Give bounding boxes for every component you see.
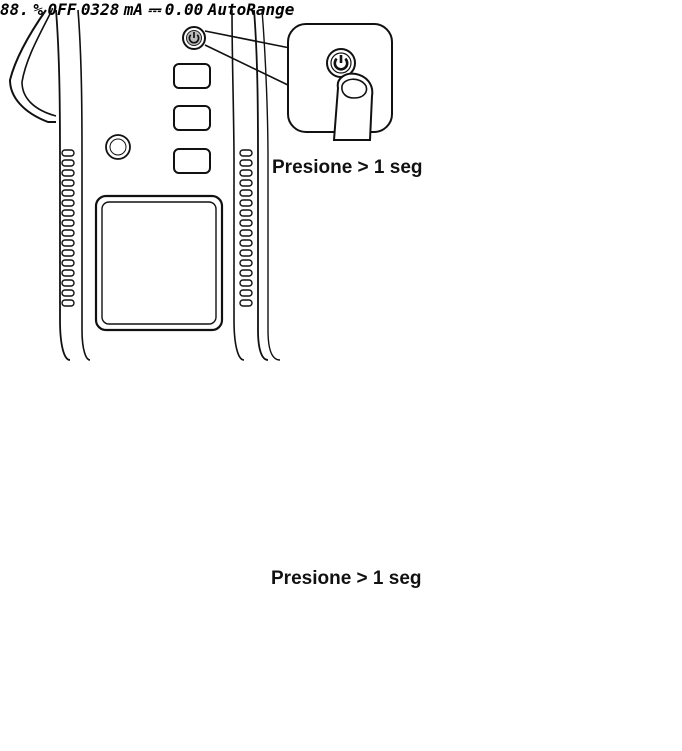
function-button-2[interactable]: 0FF	[47, 0, 80, 19]
lcd-top-tag: 0328	[80, 0, 120, 19]
zoom-callout-power-press-top	[204, 23, 393, 141]
lcd-unit: mA	[123, 0, 144, 19]
function-button-1[interactable]: 0FF	[47, 0, 80, 19]
lcd-measure-value: 0.00	[164, 0, 204, 19]
function-button-3[interactable]: 0328 mA ⎓ 0.00 AutoRange	[80, 0, 295, 19]
meter-panel-off	[8, 9, 281, 361]
lcd-mode: AutoRange	[207, 0, 295, 19]
function-button-2[interactable]: 0328 mA ⎓ 0.00 AutoRange	[80, 0, 295, 19]
function-button-2[interactable]	[173, 105, 211, 131]
meter-panel-turned-off: 0FF	[47, 0, 80, 19]
meter-panel-on-test: 88. %	[0, 0, 47, 19]
lcd-display-test: 88. %	[0, 0, 47, 19]
lcd-display-measure: 0328 mA ⎓ 0.00 AutoRange	[80, 0, 295, 19]
function-button-2[interactable]: 88. %	[0, 0, 47, 19]
function-button-1[interactable]: 88. %	[0, 0, 47, 19]
power-button[interactable]	[182, 26, 206, 50]
indicator-led: 0328 mA ⎓ 0.00 AutoRange	[80, 0, 295, 19]
instruction-power-off: Presione > 1 seg	[271, 568, 422, 589]
function-button-1[interactable]	[173, 63, 211, 89]
lcd-off-text: 0FF	[47, 0, 77, 19]
finger-press-icon	[333, 72, 374, 141]
function-button-3[interactable]	[173, 148, 211, 174]
function-button-3[interactable]: 88. %	[0, 0, 47, 19]
lcd-test-unit: %	[33, 0, 43, 19]
lcd-test-value: 88.	[0, 0, 29, 19]
lcd-display-off: 0FF	[47, 0, 80, 19]
function-button-3[interactable]: 0FF	[47, 0, 80, 19]
instruction-power-on: Presione > 1 seg	[272, 157, 423, 178]
indicator-led: 88. %	[0, 0, 47, 19]
dc-symbol-icon: ⎓	[147, 0, 161, 19]
meter-panel-measuring: 0328 mA ⎓ 0.00 AutoRange	[80, 0, 295, 19]
indicator-led: 0FF	[47, 0, 80, 19]
function-button-1[interactable]: 0328 mA ⎓ 0.00 AutoRange	[80, 0, 295, 19]
